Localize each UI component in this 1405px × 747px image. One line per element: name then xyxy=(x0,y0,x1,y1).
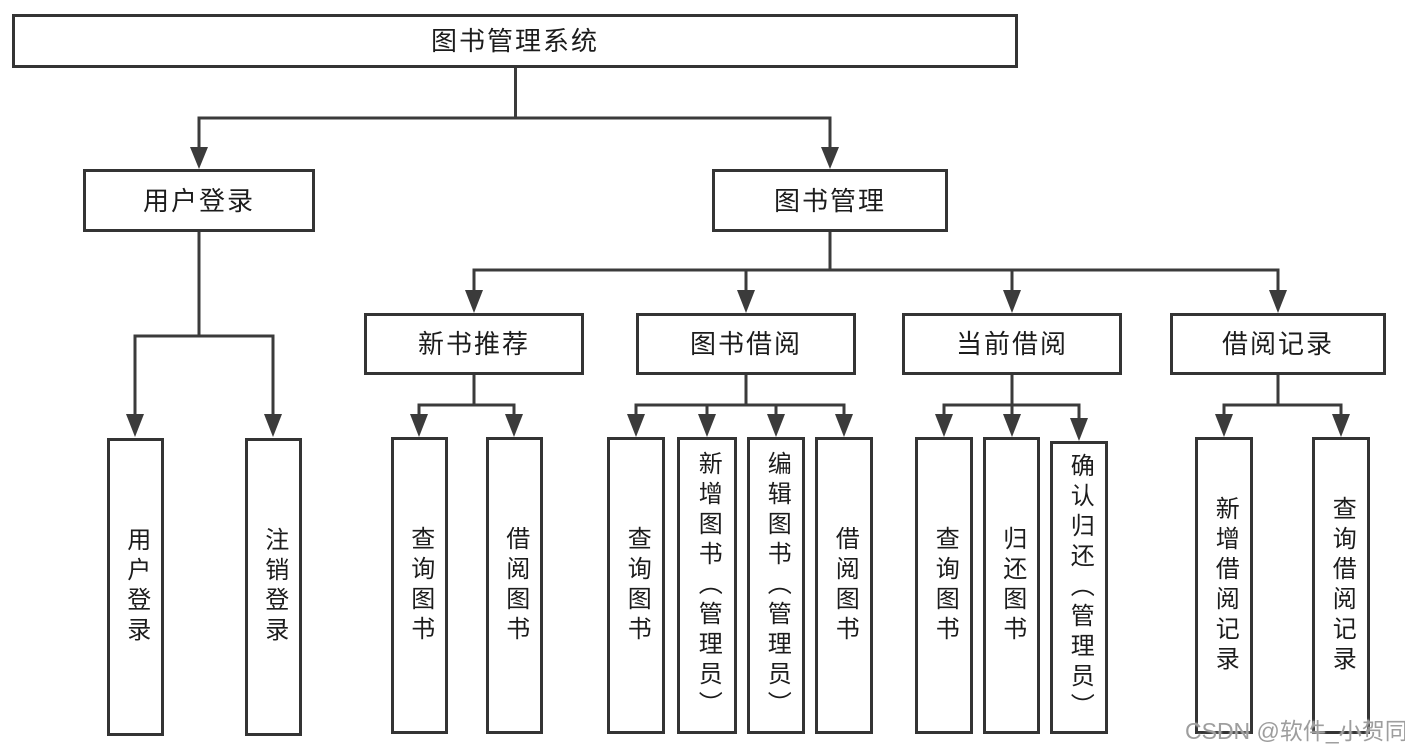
node-book-management: 图书管理 xyxy=(712,169,948,232)
node-label: 查询图书 xyxy=(406,525,434,646)
connector-borrowing-records-children xyxy=(1215,375,1350,437)
node-new-book-recommend: 新书推荐 xyxy=(364,313,584,375)
node-label: 图书借阅 xyxy=(689,329,802,359)
node-label: 归还图书 xyxy=(998,525,1026,646)
node-label: 确认归还（管理员） xyxy=(1066,452,1094,723)
node-label: 查询借阅记录 xyxy=(1328,495,1356,676)
node-user-login: 用户登录 xyxy=(83,169,315,232)
connector-user-login-children xyxy=(126,232,282,437)
node-br-query-record: 查询借阅记录 xyxy=(1312,437,1370,734)
node-leaf-logout: 注销登录 xyxy=(245,438,302,736)
node-label: 用户登录 xyxy=(142,185,255,216)
node-bb-edit-books-admin: 编辑图书（管理员） xyxy=(747,437,805,734)
node-book-borrowing: 图书借阅 xyxy=(636,313,856,375)
node-label: 借阅记录 xyxy=(1221,329,1334,359)
node-label: 新增图书（管理员） xyxy=(694,450,722,721)
connector-new-book-recommend-children xyxy=(410,375,523,437)
node-label: 查询图书 xyxy=(623,525,651,646)
node-cb-confirm-return-admin: 确认归还（管理员） xyxy=(1050,441,1108,734)
node-label: 当前借阅 xyxy=(955,329,1068,359)
node-label: 查询图书 xyxy=(931,525,959,646)
node-label: 图书管理 xyxy=(773,185,886,216)
connector-current-borrowing-children xyxy=(935,375,1088,441)
node-nbr-query-books: 查询图书 xyxy=(391,437,448,734)
node-borrowing-records: 借阅记录 xyxy=(1170,313,1386,375)
node-label: 图书管理系统 xyxy=(430,26,599,56)
node-label: 注销登录 xyxy=(260,527,288,647)
node-cb-query-books: 查询图书 xyxy=(915,437,973,734)
node-nbr-borrow-books: 借阅图书 xyxy=(486,437,543,734)
node-br-add-record: 新增借阅记录 xyxy=(1195,437,1253,734)
node-leaf-user-login: 用户登录 xyxy=(107,438,164,736)
node-label: 借阅图书 xyxy=(831,525,859,646)
node-label: 新增借阅记录 xyxy=(1211,495,1239,676)
node-label: 编辑图书（管理员） xyxy=(763,450,791,721)
node-bb-borrow-books: 借阅图书 xyxy=(815,437,873,734)
node-current-borrowing: 当前借阅 xyxy=(902,313,1122,375)
node-label: 新书推荐 xyxy=(417,329,530,359)
node-label: 借阅图书 xyxy=(501,525,529,646)
node-label: 用户登录 xyxy=(122,527,150,647)
csdn-watermark: CSDN @软件_小贺同学 xyxy=(1185,718,1405,744)
node-bb-query-books: 查询图书 xyxy=(607,437,665,734)
connector-book-borrowing-children xyxy=(627,375,853,437)
connector-root-to-level2 xyxy=(190,68,839,169)
node-library-management-system: 图书管理系统 xyxy=(12,14,1018,68)
connector-book-management-children xyxy=(465,232,1287,313)
node-cb-return-books: 归还图书 xyxy=(983,437,1040,734)
node-bb-add-books-admin: 新增图书（管理员） xyxy=(677,437,737,734)
